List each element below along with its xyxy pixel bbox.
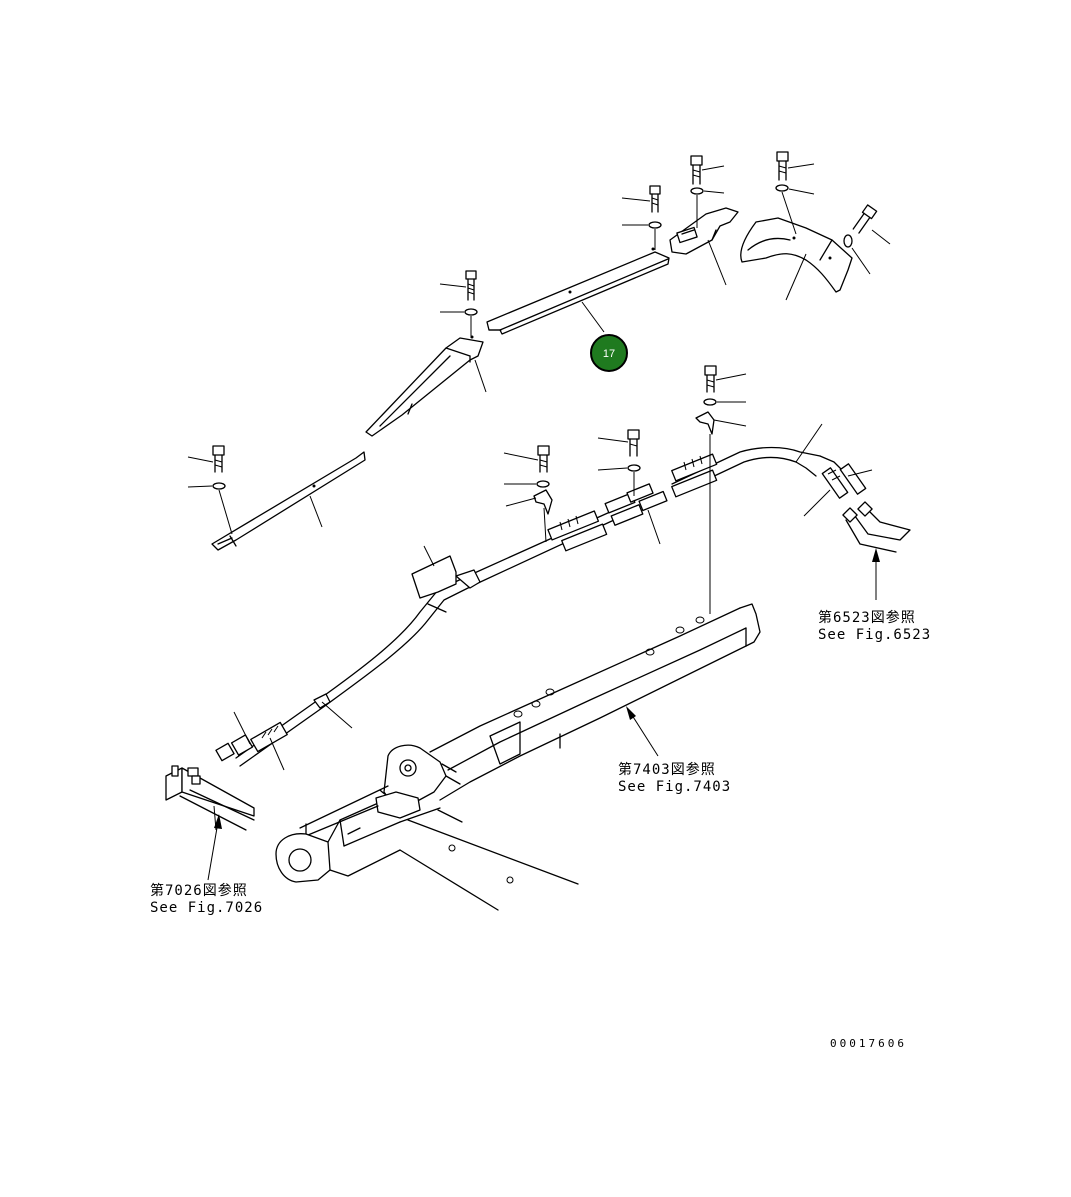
control-valve-block: [165, 765, 255, 831]
hose-fitting-middle: [547, 483, 668, 552]
reference-fig7026[interactable]: 第7026図参照 See Fig.7026: [150, 882, 263, 916]
reference-fig6523[interactable]: 第6523図参照 See Fig.6523: [818, 609, 931, 643]
bolt-icon: [649, 185, 661, 213]
leader-lines-top: [439, 163, 891, 393]
hose-fitting-left: [215, 721, 288, 762]
ref-fig7403-en: See Fig.7403: [618, 779, 731, 795]
hose-clamp-strip: [187, 445, 366, 551]
washer-icon: [690, 187, 704, 195]
hydraulic-hose-assembly: [215, 365, 911, 771]
washer-icon: [627, 464, 641, 472]
bolt-icon: [537, 445, 550, 473]
washer-icon: [843, 234, 853, 248]
washer-icon: [212, 482, 226, 490]
ref-fig7026-en: See Fig.7026: [150, 900, 263, 916]
bolt-icon: [704, 365, 717, 393]
ref-fig7403-jp: 第7403図参照: [618, 761, 716, 778]
cover-bracket: [669, 207, 739, 255]
bolt-icon: [627, 429, 640, 457]
bolt-set-top: [464, 151, 878, 316]
cover-plate: [486, 247, 670, 335]
callout-number: 17: [603, 348, 615, 360]
clamp-icon: [695, 411, 715, 435]
callout-17[interactable]: 17: [590, 334, 628, 372]
ref-fig6523-en: See Fig.6523: [818, 627, 931, 643]
hose-fitting-right: [821, 463, 911, 553]
washer-icon: [648, 221, 662, 229]
washer-icon: [464, 308, 478, 316]
bolt-icon: [212, 445, 225, 473]
bolt-icon: [465, 270, 477, 301]
bolt-icon: [690, 155, 703, 185]
drawing-code: 00017606: [830, 1037, 907, 1050]
ref-fig7026-jp: 第7026図参照: [150, 882, 248, 899]
clamp-icon: [533, 489, 553, 515]
bolt-icon: [776, 151, 789, 181]
reference-fig7403[interactable]: 第7403図参照 See Fig.7403: [618, 761, 731, 795]
reference-arrows: [207, 548, 880, 881]
cover-assembly: [365, 207, 853, 437]
cover-end-guard: [740, 217, 853, 293]
boom-arm: [275, 603, 761, 911]
hose-fitting-upper: [671, 453, 718, 498]
washer-icon: [703, 398, 717, 406]
washer-icon: [775, 184, 789, 192]
bolt-icon: [852, 204, 878, 234]
cover-left-wedge: [365, 335, 484, 437]
washer-icon: [536, 480, 550, 488]
ref-fig6523-jp: 第6523図参照: [818, 609, 916, 626]
